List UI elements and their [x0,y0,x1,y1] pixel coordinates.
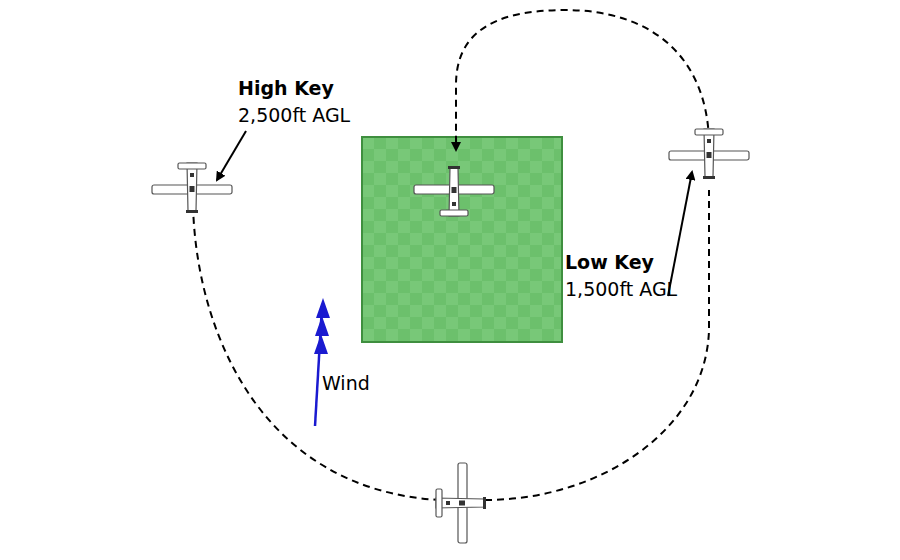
altitude-label: 1,500ft AGL [565,278,677,300]
plane-high-key [152,163,232,213]
plane-low-key [669,129,749,179]
flight-path [193,10,709,500]
wind-label: Wind [322,372,370,394]
plane-base [436,463,486,543]
plane-on-field [414,166,494,216]
key-point-name: High Key [238,77,334,99]
leader-lines [217,131,692,296]
landing-field [362,137,562,342]
wind-arrow [314,298,330,426]
key-point-name: Low Key [565,251,654,273]
altitude-label: 2,500ft AGL [238,104,350,126]
